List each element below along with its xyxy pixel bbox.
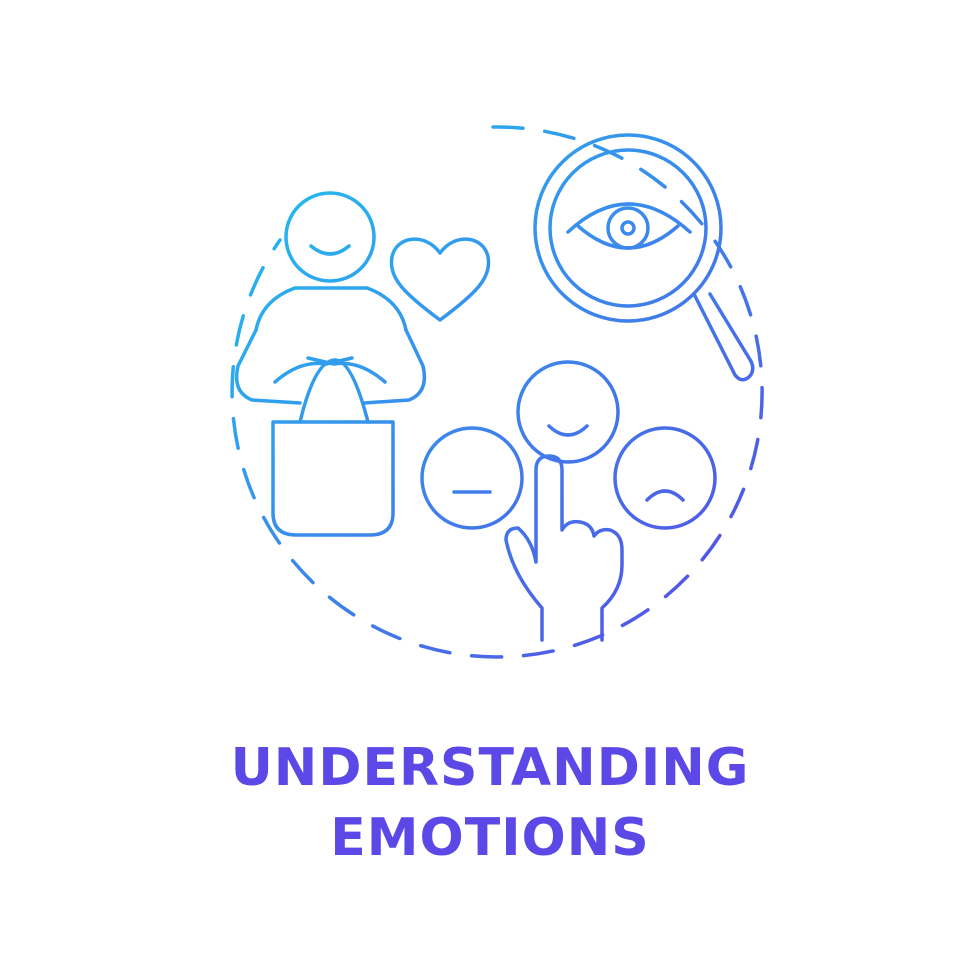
shopping-bag-icon (271, 358, 395, 537)
pointing-hand-icon (504, 454, 624, 642)
neutral-face-icon (420, 426, 524, 530)
smiling-person-icon (234, 191, 427, 405)
heart-icon (389, 237, 491, 322)
magnifier-eye-icon (533, 133, 755, 382)
dashed-circle (230, 125, 764, 659)
happy-face-icon (516, 360, 620, 464)
sad-face-icon (613, 426, 717, 530)
understanding-emotions-illustration (230, 125, 764, 659)
caption-line-1: UNDERSTANDING (230, 738, 750, 798)
caption-line-2: EMOTIONS (330, 808, 650, 868)
